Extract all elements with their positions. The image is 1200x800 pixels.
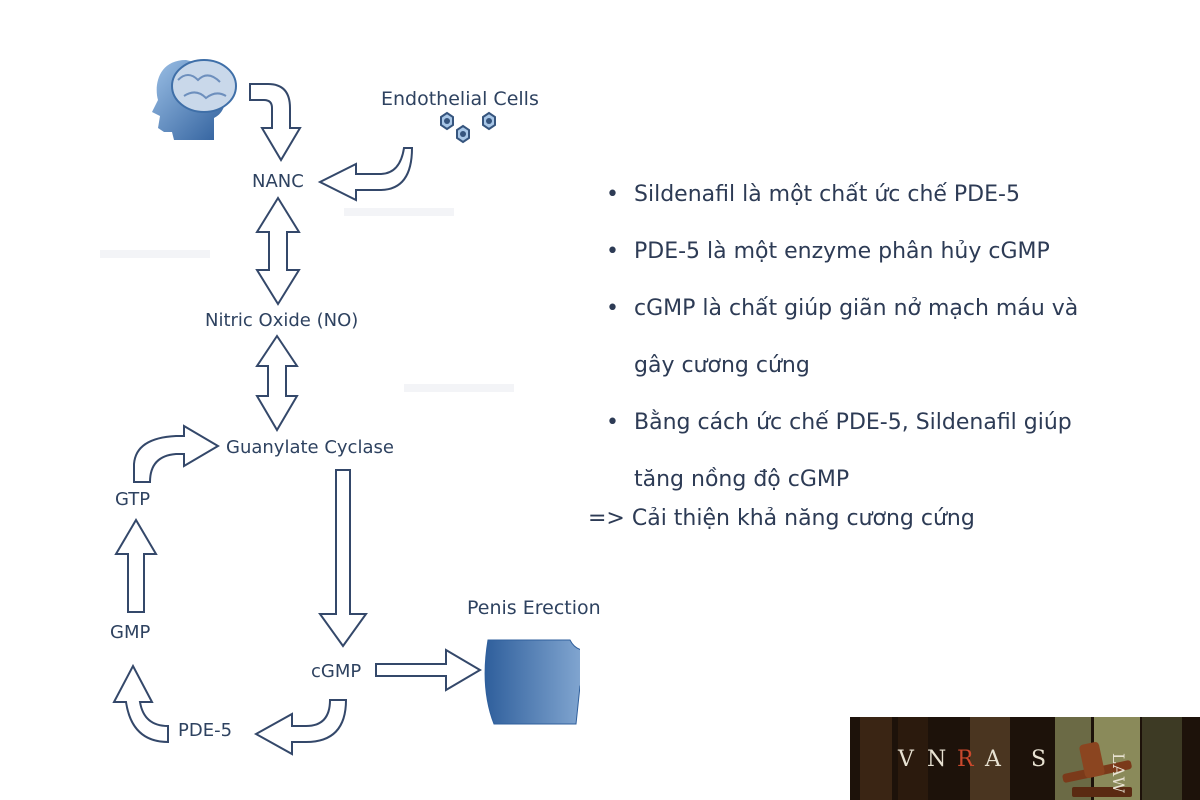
label-nanc: NANC bbox=[252, 171, 304, 192]
pathway-diagram bbox=[112, 59, 580, 756]
arrow-cgmp-to-pde5 bbox=[253, 699, 348, 756]
watermark bbox=[404, 384, 514, 392]
arrow-nanc-no bbox=[255, 196, 301, 306]
logo-letter: R bbox=[957, 747, 975, 772]
arrow-endothelial-to-nanc bbox=[317, 147, 414, 202]
label-penis-erection: Penis Erection bbox=[467, 597, 601, 619]
note-bullet-item: PDE-5 là một enzyme phân hủy cGMP bbox=[606, 223, 1166, 280]
label-nitric-oxide: Nitric Oxide (NO) bbox=[205, 310, 359, 331]
notes-conclusion: => Cải thiện khả năng cương cứng bbox=[588, 506, 975, 531]
arrow-no-guanylate bbox=[255, 334, 299, 432]
logo-letter: N bbox=[927, 747, 948, 772]
arrow-gmp-to-gtp bbox=[114, 518, 158, 613]
note-bullet-item: cGMP là chất giúp giãn nở mạch máu và gâ… bbox=[606, 280, 1104, 394]
brain-head-icon bbox=[152, 59, 237, 140]
label-endothelial-cells: Endothelial Cells bbox=[381, 88, 539, 110]
label-cgmp: cGMP bbox=[311, 661, 362, 682]
logo-letter: S bbox=[1031, 747, 1048, 772]
watermark bbox=[344, 208, 454, 216]
label-gtp: GTP bbox=[115, 489, 151, 510]
label-pde5: PDE-5 bbox=[178, 720, 233, 741]
logo-letter: V bbox=[898, 747, 915, 772]
vnras-law-logo: V N R A S LAW bbox=[850, 717, 1200, 800]
note-bullet-item: Bằng cách ức chế PDE-5, Sildenafil giúp … bbox=[606, 394, 1084, 508]
arrow-brain-to-nanc bbox=[249, 83, 302, 162]
endothelial-cells-icon bbox=[440, 111, 496, 144]
arrow-pde5-to-gmp bbox=[112, 663, 169, 744]
arrow-guanylate-to-cgmp bbox=[318, 469, 368, 648]
note-bullet-item: Sildenafil là một chất ức chế PDE-5 bbox=[606, 166, 1166, 223]
logo-letter: A bbox=[985, 747, 1002, 772]
penis-erection-icon bbox=[484, 639, 580, 725]
logo-background bbox=[850, 717, 1200, 800]
arrow-gtp-to-guanylate bbox=[133, 424, 220, 483]
label-gmp: GMP bbox=[110, 622, 151, 643]
arrow-cgmp-to-penis bbox=[375, 648, 482, 692]
notes-bullet-list: Sildenafil là một chất ức chế PDE-5 PDE-… bbox=[606, 166, 1166, 508]
label-guanylate-cyclase: Guanylate Cyclase bbox=[226, 437, 394, 458]
watermark bbox=[100, 250, 210, 258]
logo-side-text: LAW bbox=[1109, 753, 1128, 794]
